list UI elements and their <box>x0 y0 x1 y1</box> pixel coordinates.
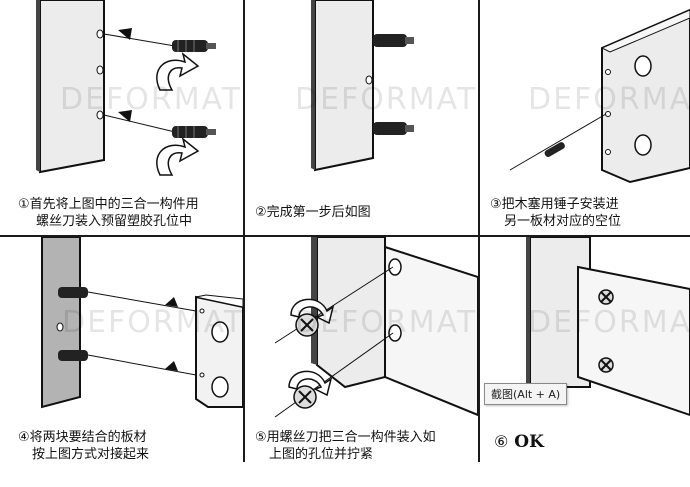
step-4-line-1: ④将两块要结合的板材 <box>18 430 147 445</box>
step-5-panel: DEFORMAT ⑤用螺丝刀把三合一构件装入如 上图的孔位并拧紧 <box>245 237 478 462</box>
watermark: DEFORMAT <box>528 305 690 340</box>
step-2-line-1: ②完成第一步后如图 <box>255 205 371 220</box>
watermark: DEFORMAT <box>295 82 478 117</box>
step-1-line-1: ①首先将上图中的三合一构件用 <box>18 197 199 212</box>
step-1-line-2: 螺丝刀装入预留塑胶孔位中 <box>36 214 193 229</box>
step-4-caption: ④将两块要结合的板材 按上图方式对接起来 <box>18 429 149 462</box>
step-2-caption: ②完成第一步后如图 <box>255 204 371 221</box>
step-3-line-2: 另一板材对应的空位 <box>504 214 622 229</box>
step-5-line-1: ⑤用螺丝刀把三合一构件装入如 <box>255 430 436 445</box>
step-4-line-2: 按上图方式对接起来 <box>32 447 150 462</box>
divider-horizontal <box>0 235 690 237</box>
divider-vertical-1 <box>243 0 245 462</box>
step-3-line-1: ③把木塞用锤子安装进 <box>490 197 619 212</box>
step-5-caption: ⑤用螺丝刀把三合一构件装入如 上图的孔位并拧紧 <box>255 429 436 462</box>
screenshot-tooltip: 截图(Alt + A) <box>484 383 568 405</box>
step-4-illustration <box>41 237 243 409</box>
step-4-panel: DEFORMAT ④将两块要结合的板材 按上图方式对接起来 <box>0 237 243 462</box>
step-3-illustration <box>509 8 690 184</box>
step-2-illustration <box>311 0 414 172</box>
watermark: DEFORMAT <box>62 305 243 340</box>
step-3-caption: ③把木塞用锤子安装进 另一板材对应的空位 <box>490 196 621 230</box>
step-6-panel: DEFORMAT <box>480 237 690 462</box>
step-6-caption: ⑥ OK <box>494 432 544 452</box>
step-1-panel: DEFORMAT ①首先将上图中的三合一构件用 螺丝刀装入预留塑胶孔位中 <box>0 0 243 235</box>
step-5-line-2: 上图的孔位并拧紧 <box>269 447 374 462</box>
watermark: DEFORMAT <box>60 82 243 117</box>
step-6-illustration <box>526 237 690 417</box>
watermark: DEFORMAT <box>295 305 478 340</box>
divider-vertical-2 <box>478 0 480 462</box>
step-1-illustration <box>36 0 216 176</box>
step-1-caption: ①首先将上图中的三合一构件用 螺丝刀装入预留塑胶孔位中 <box>18 196 199 230</box>
step-3-panel: DEFORMAT ③把木塞用锤子安装进 另一板材对应的空位 <box>480 0 690 235</box>
step-6-number: ⑥ <box>494 432 509 451</box>
step-6-label: OK <box>514 432 544 452</box>
step-2-panel: DEFORMAT ②完成第一步后如图 <box>245 0 478 235</box>
step-5-illustration <box>274 237 478 418</box>
watermark: DEFORMAT <box>528 82 690 117</box>
